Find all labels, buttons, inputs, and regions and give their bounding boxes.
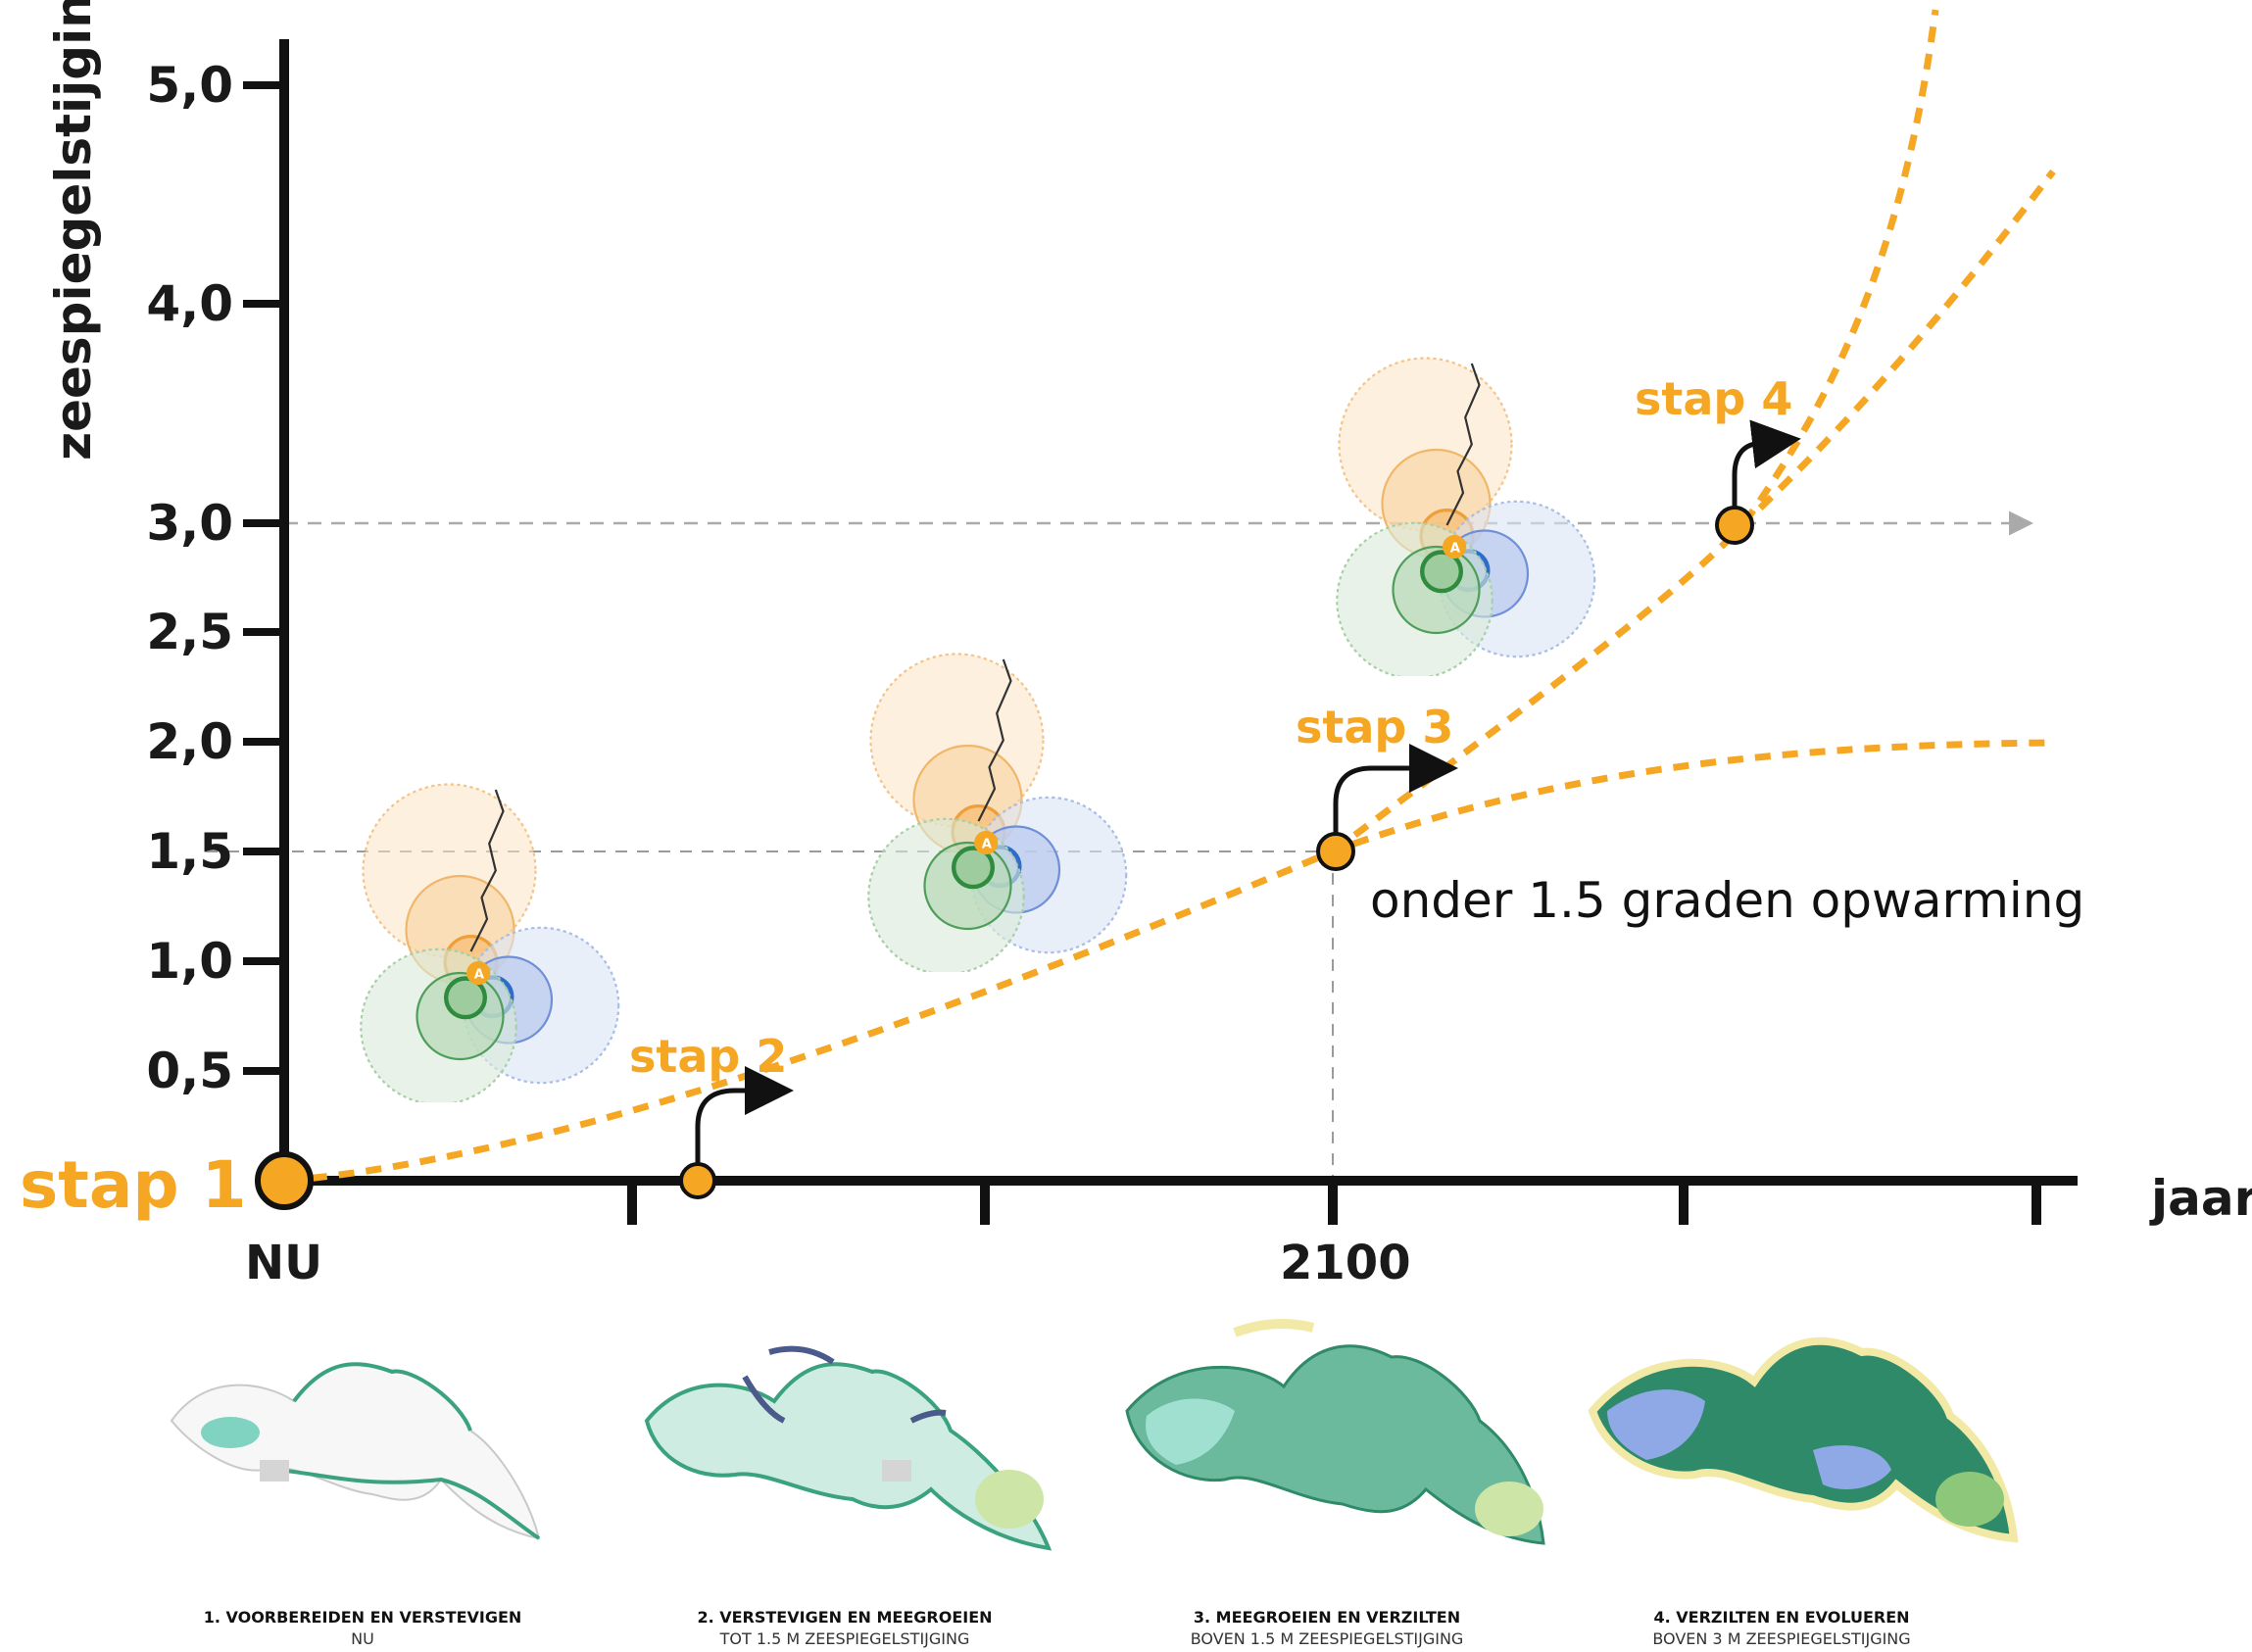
x-axis-title: jaar [2149,1170,2252,1227]
step4-arrow-icon [1732,419,1801,508]
x-label-now: NU [245,1236,322,1290]
map-caption-subtitle: BOVEN 3 M ZEESPIEGELSTIJGING [1652,1629,1910,1648]
map-caption-subtitle: TOT 1.5 M ZEESPIEGELSTIJGING [719,1629,970,1648]
y-axis-title: zeespiegelstijging [45,0,102,461]
y-tick-label: 1,5 [146,823,233,880]
map-caption-subtitle: BOVEN 1.5 M ZEESPIEGELSTIJGING [1191,1629,1464,1648]
y-tick-label: 4,0 [146,275,233,332]
map-caption-title: 2. VERSTEVIGEN EN MEEGROEIEN [697,1608,992,1627]
step3-label: stap 3 [1296,701,1453,753]
x-label-2100: 2100 [1280,1236,1411,1290]
y-tick-label: 3,0 [146,495,233,552]
island-map-stage4 [1588,1336,2019,1543]
step3-arrow-icon [1333,744,1458,834]
island-map-stage1 [170,1362,541,1540]
map-caption-title: 3. MEEGROEIEN EN VERZILTEN [1194,1608,1460,1627]
step4-label: stap 4 [1635,372,1792,425]
target-cluster-icon [1337,359,1594,679]
step3-point [1316,832,1355,871]
target-cluster-icon [868,655,1126,975]
step1-label: stap 1 [20,1147,247,1223]
map-caption-title: 1. VOORBEREIDEN EN VERSTEVIGEN [204,1608,522,1627]
y-tick-label: 5,0 [146,57,233,114]
step1-point [255,1151,314,1210]
step2-arrow-icon [695,1066,794,1164]
target-cluster-icon [361,785,618,1105]
y-tick-label: 0,5 [146,1043,233,1099]
island-map-stage3 [1125,1319,1545,1545]
scenario-curve-high [1741,9,1939,526]
map-caption-subtitle: NU [351,1629,374,1648]
step4-point [1715,506,1754,545]
warming-annotation: onder 1.5 graden opwarming [1370,872,2084,929]
y-ticks: 0,5 1,0 1,5 2,0 2,5 3,0 4,0 5,0 [146,57,284,1099]
step2-point [679,1162,716,1199]
scenario-curve-low [283,739,2054,1185]
captions: 1. VOORBEREIDEN EN VERSTEVIGEN NU 2. VERST… [204,1608,1911,1648]
y-tick-label: 2,0 [146,713,233,770]
step2-label: stap 2 [629,1030,787,1083]
y-tick-label: 1,0 [146,933,233,990]
island-map-stage2 [644,1345,1053,1551]
map-caption-title: 4. VERZILTEN EN EVOLUEREN [1653,1608,1909,1627]
y-tick-label: 2,5 [146,604,233,660]
